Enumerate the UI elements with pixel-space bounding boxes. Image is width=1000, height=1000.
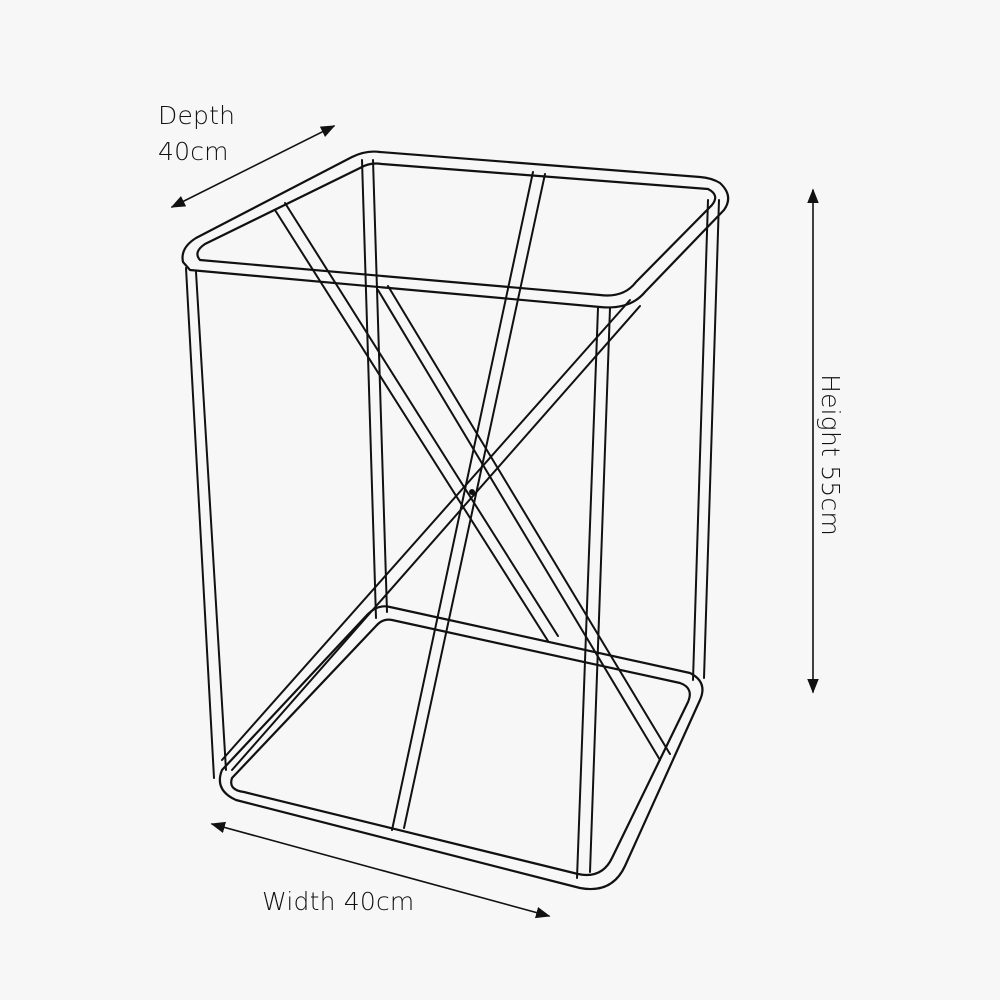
depth-arrow — [170, 125, 336, 208]
height-label: Height 55cm — [816, 374, 845, 536]
depth-label: Depth 40cm — [158, 98, 235, 170]
bottom-ring — [218, 605, 704, 891]
cross-braces — [221, 171, 671, 831]
top-ring — [181, 150, 730, 309]
brace-joint-rivet — [469, 489, 475, 495]
depth-label-name: Depth — [158, 101, 236, 130]
depth-label-value: 40cm — [158, 137, 229, 166]
width-label: Width 40cm — [262, 887, 415, 916]
legs — [185, 159, 720, 879]
width-arrow — [210, 821, 551, 919]
